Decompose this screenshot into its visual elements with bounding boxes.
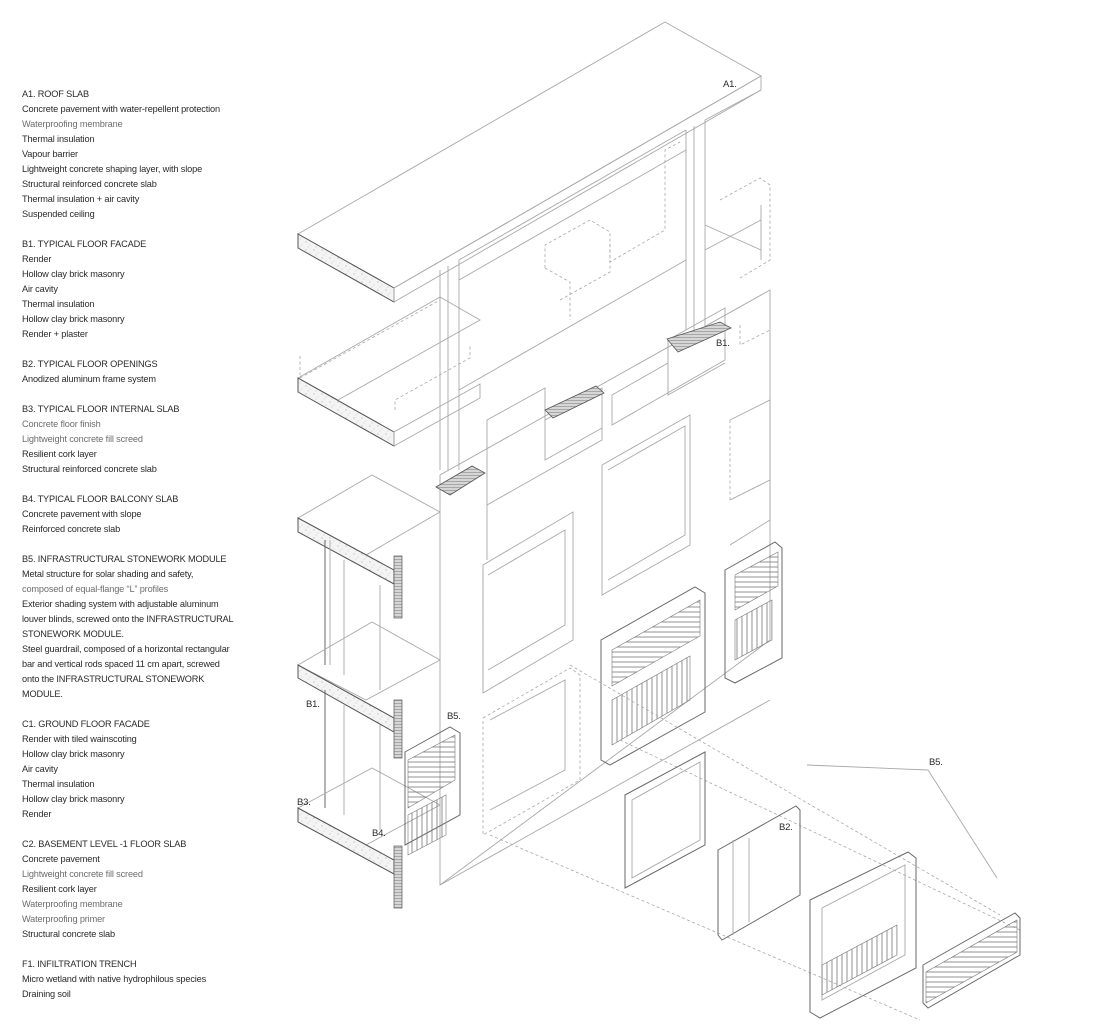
legend-title: B2. TYPICAL FLOOR OPENINGS [22,359,158,369]
legend-title: F1. INFILTRATION TRENCH [22,959,137,969]
tag-b5-balcony: B5. [447,711,461,722]
balcony-stack [297,474,461,909]
legend-item: Suspended ceiling [22,209,95,219]
legend-item: Render [22,809,52,819]
legend-item: Hollow clay brick masonry [22,314,125,324]
tag-b2: B2. [779,822,793,833]
legend-item: Metal structure for solar shading and sa… [22,569,194,579]
projection-guides [439,664,1021,1021]
legend-item: Waterproofing membrane [22,119,123,129]
legend-title: B5. INFRASTRUCTURAL STONEWORK MODULE [22,554,227,564]
legend-item: Lightweight concrete fill screed [22,869,143,879]
legend-group-b3: B3. TYPICAL FLOOR INTERNAL SLAB Concrete… [22,402,272,477]
legend-item: Structural concrete slab [22,929,115,939]
legend-item: Structural reinforced concrete slab [22,464,157,474]
legend-title: B4. TYPICAL FLOOR BALCONY SLAB [22,494,179,504]
tag-a1: A1. [723,79,737,90]
tag-b1-lower: B1. [306,699,320,710]
legend-item: Lightweight concrete shaping layer, with… [22,164,203,174]
legend-item: Air cavity [22,764,58,774]
legend-title: C2. BASEMENT LEVEL -1 FLOOR SLAB [22,839,187,849]
legend-item: Resilient cork layer [22,449,97,459]
legend-item: MODULE. [22,689,63,699]
legend-item: STONEWORK MODULE. [22,629,124,639]
legend-title: B3. TYPICAL FLOOR INTERNAL SLAB [22,404,180,414]
legend-title: B1. TYPICAL FLOOR FACADE [22,239,147,249]
legend-item: Render [22,254,52,264]
legend-item: louver blinds, screwed onto the INFRASTR… [22,614,234,624]
material-legend: A1. ROOF SLAB Concrete pavement with wat… [22,87,272,1017]
legend-item: Hollow clay brick masonry [22,269,125,279]
legend-item: Render with tiled wainscoting [22,734,137,744]
legend-group-b5: B5. INFRASTRUCTURAL STONEWORK MODULE Met… [22,552,272,702]
legend-item: Reinforced concrete slab [22,524,121,534]
legend-item: onto the INFRASTRUCTURAL STONEWORK [22,674,205,684]
legend-item: Thermal insulation + air cavity [22,194,140,204]
legend-item: composed of equal-flange “L” profiles [22,584,169,594]
legend-item: Thermal insulation [22,779,95,789]
legend-group-c2: C2. BASEMENT LEVEL -1 FLOOR SLAB Concret… [22,837,272,942]
legend-item: Micro wetland with native hydrophilous s… [22,974,207,984]
legend-group-c1: C1. GROUND FLOOR FACADE Render with tile… [22,717,272,822]
legend-item: Structural reinforced concrete slab [22,179,157,189]
legend-item: Resilient cork layer [22,884,97,894]
lintel-details [435,321,732,496]
legend-group-b2: B2. TYPICAL FLOOR OPENINGS Anodized alum… [22,357,272,387]
legend-item: Draining soil [22,989,71,999]
legend-item: Concrete pavement with slope [22,509,142,519]
legend-item: Render + plaster [22,329,88,339]
legend-group-b1: B1. TYPICAL FLOOR FACADE Render Hollow c… [22,237,272,342]
legend-item: Concrete pavement with water-repellent p… [22,104,220,114]
legend-item: Concrete pavement [22,854,100,864]
tag-b1-upper: B1. [716,338,730,349]
exploded-components [624,751,1021,1019]
legend-item: Steel guardrail, composed of a horizonta… [22,644,230,654]
tag-b5-exploded: B5. [929,757,943,768]
legend-item: Air cavity [22,284,58,294]
legend-item: Exterior shading system with adjustable … [22,599,219,609]
legend-item: Hollow clay brick masonry [22,794,125,804]
legend-group-a1: A1. ROOF SLAB Concrete pavement with wat… [22,87,272,222]
legend-item: Concrete floor finish [22,419,101,429]
tag-b4: B4. [372,828,386,839]
legend-item: Waterproofing primer [22,914,105,924]
structure-frame [439,89,762,470]
legend-item: Waterproofing membrane [22,899,123,909]
legend-item: Thermal insulation [22,134,95,144]
intermediate-slab [297,296,481,447]
legend-item: Thermal insulation [22,299,95,309]
stonework-module-mid [600,541,783,766]
facade-wall [439,289,771,886]
legend-group-f1: F1. INFILTRATION TRENCH Micro wetland wi… [22,957,272,1002]
legend-title: C1. GROUND FLOOR FACADE [22,719,150,729]
legend-item: Lightweight concrete fill screed [22,434,143,444]
legend-item: Hollow clay brick masonry [22,749,125,759]
legend-item: Vapour barrier [22,149,78,159]
legend-title: A1. ROOF SLAB [22,89,89,99]
tag-b3: B3. [297,797,311,808]
hidden-lines-upper [299,141,771,501]
legend-item: Anodized aluminum frame system [22,374,156,384]
legend-group-b4: B4. TYPICAL FLOOR BALCONY SLAB Concrete … [22,492,272,537]
legend-item: bar and vertical rods spaced 11 cm apart… [22,659,220,669]
roof-slab [297,21,762,303]
